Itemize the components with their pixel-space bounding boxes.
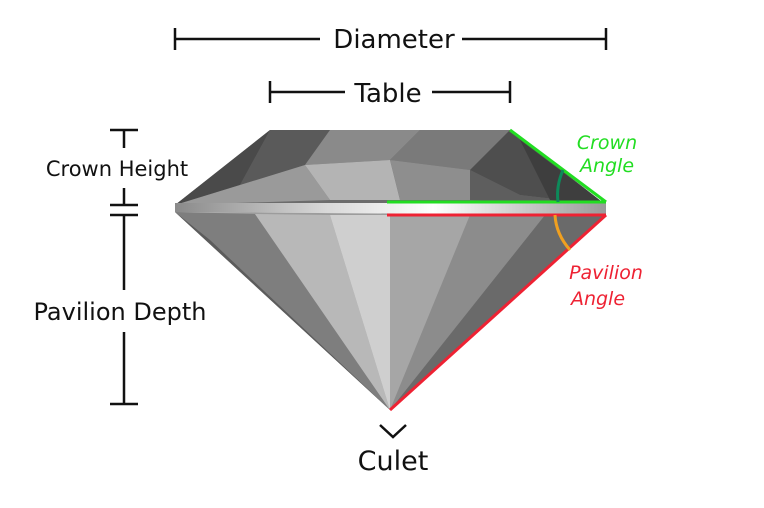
pavilion-angle-arc	[553, 214, 572, 251]
diamond-pavilion	[175, 212, 606, 410]
pavilion-angle-label-line2: Angle	[569, 288, 625, 310]
diameter-dimension	[173, 28, 608, 50]
diameter-label: Diameter	[333, 25, 455, 55]
crown-height-dimension	[110, 128, 138, 207]
crown-height-label: Crown Height	[46, 157, 188, 181]
culet-label: Culet	[358, 446, 429, 477]
table-label: Table	[353, 79, 421, 109]
pavilion-angle-lines	[387, 213, 608, 412]
crown-angle-arc	[556, 169, 565, 203]
pavilion-angle-label-line1: Pavilion	[569, 262, 643, 284]
crown-angle-lines	[387, 128, 607, 204]
diamond-illustration	[175, 130, 606, 410]
pavilion-depth-label: Pavilion Depth	[34, 298, 207, 326]
diamond-girdle	[175, 203, 606, 215]
diamond-crown	[175, 130, 606, 205]
crown-angle-label-line1: Crown	[577, 132, 637, 154]
culet-pointer	[379, 424, 407, 439]
crown-angle-label-line2: Angle	[578, 155, 634, 177]
table-dimension	[268, 81, 512, 103]
pavilion-depth-dimension	[110, 213, 138, 406]
